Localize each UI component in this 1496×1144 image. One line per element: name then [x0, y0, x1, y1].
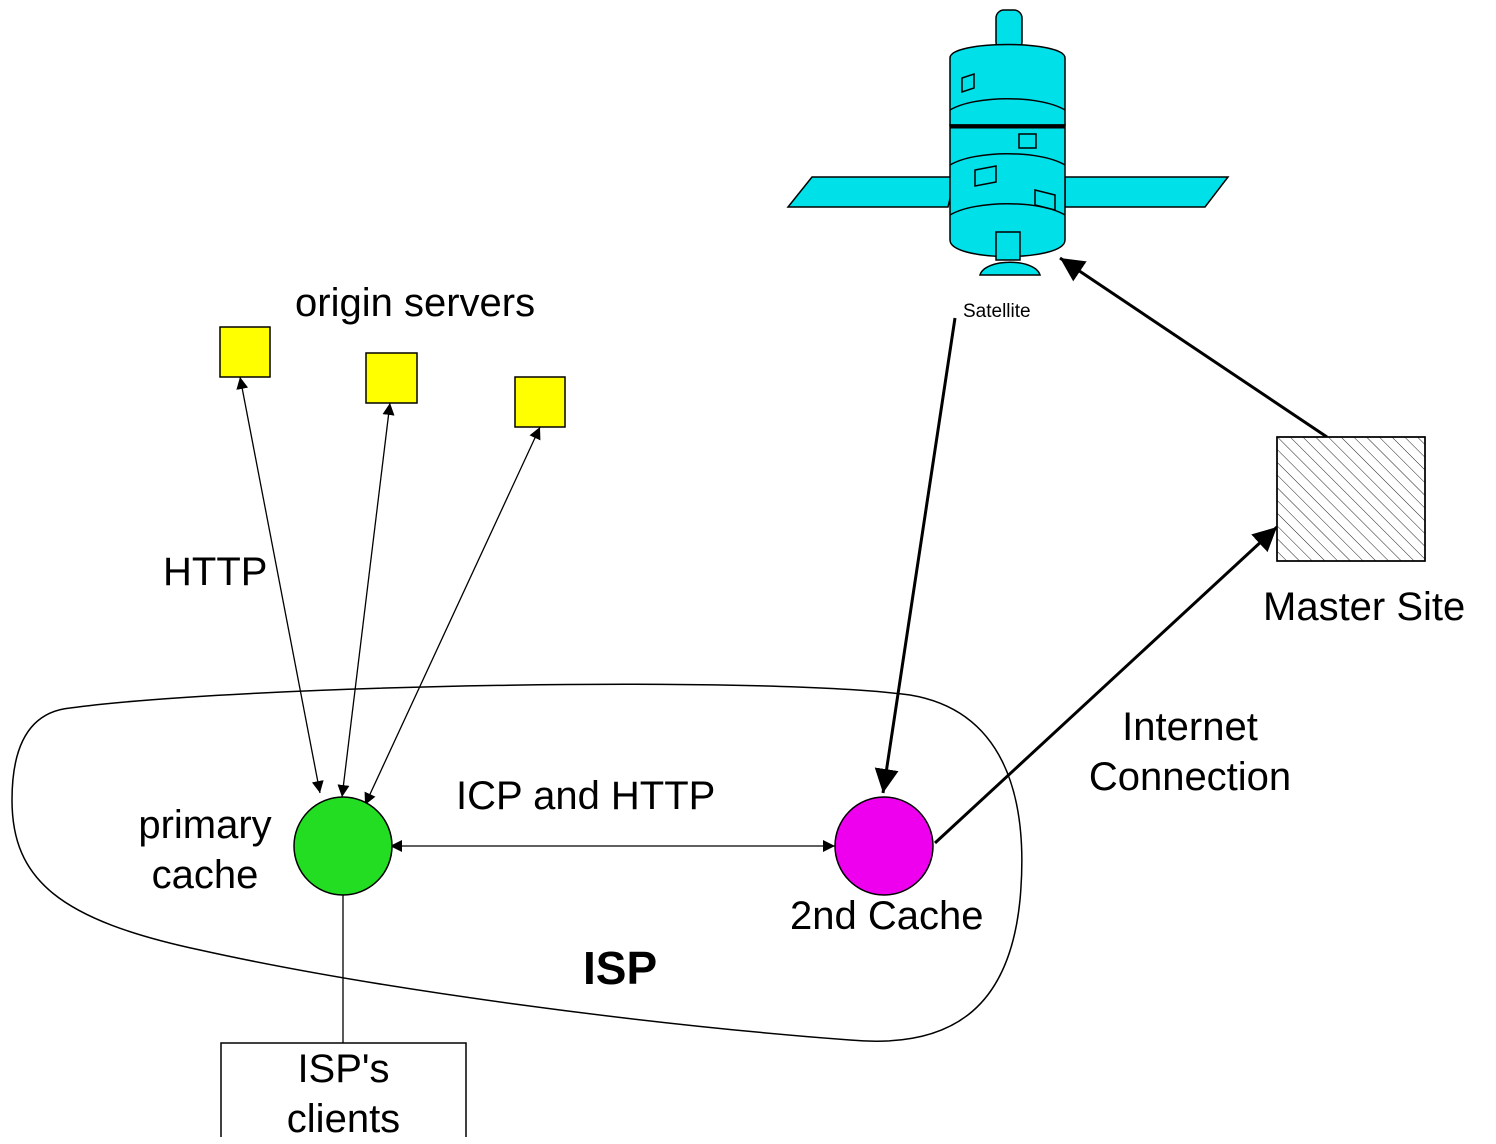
origin-server-1	[219, 326, 271, 378]
primary-cache-line1: primary	[138, 803, 272, 847]
second-cache-label: 2nd Cache	[790, 894, 984, 938]
master-site-label: Master Site	[1263, 585, 1466, 629]
primary-cache-label: primary cache	[125, 800, 285, 900]
isp-clients-box	[220, 1042, 467, 1137]
internet-connection-line1: Internet	[1122, 705, 1258, 749]
internet-connection-label: Internet Connection	[1082, 702, 1298, 802]
second-cache-node	[834, 796, 934, 896]
icp-and-http-label: ICP and HTTP	[456, 774, 716, 818]
origin-server-3	[514, 376, 566, 428]
http-label: HTTP	[163, 550, 268, 594]
isp-clients-label: ISP's clients	[221, 1044, 466, 1144]
isp-clients-line2: clients	[286, 1097, 401, 1141]
http-link-3	[364, 426, 541, 806]
primary-cache-line2: cache	[151, 853, 259, 897]
isp-clients-line1: ISP's	[297, 1047, 390, 1091]
origin-server-2	[365, 352, 418, 404]
internet-connection-link	[933, 525, 1279, 845]
hatched-box-icon	[1276, 436, 1426, 562]
isp-boundary	[11, 683, 1023, 1042]
satellite-icon	[786, 9, 1230, 276]
primary-cache-node	[293, 796, 393, 896]
http-link-2	[337, 402, 395, 798]
origin-servers-label: origin servers	[295, 281, 536, 325]
http-link-1	[236, 376, 324, 794]
internet-connection-line2: Connection	[1088, 755, 1292, 799]
satellite-uplink	[1059, 256, 1328, 439]
isp-label: ISP	[583, 942, 658, 994]
satellite-label: Satellite	[963, 301, 1031, 322]
satellite-downlink	[874, 317, 957, 794]
